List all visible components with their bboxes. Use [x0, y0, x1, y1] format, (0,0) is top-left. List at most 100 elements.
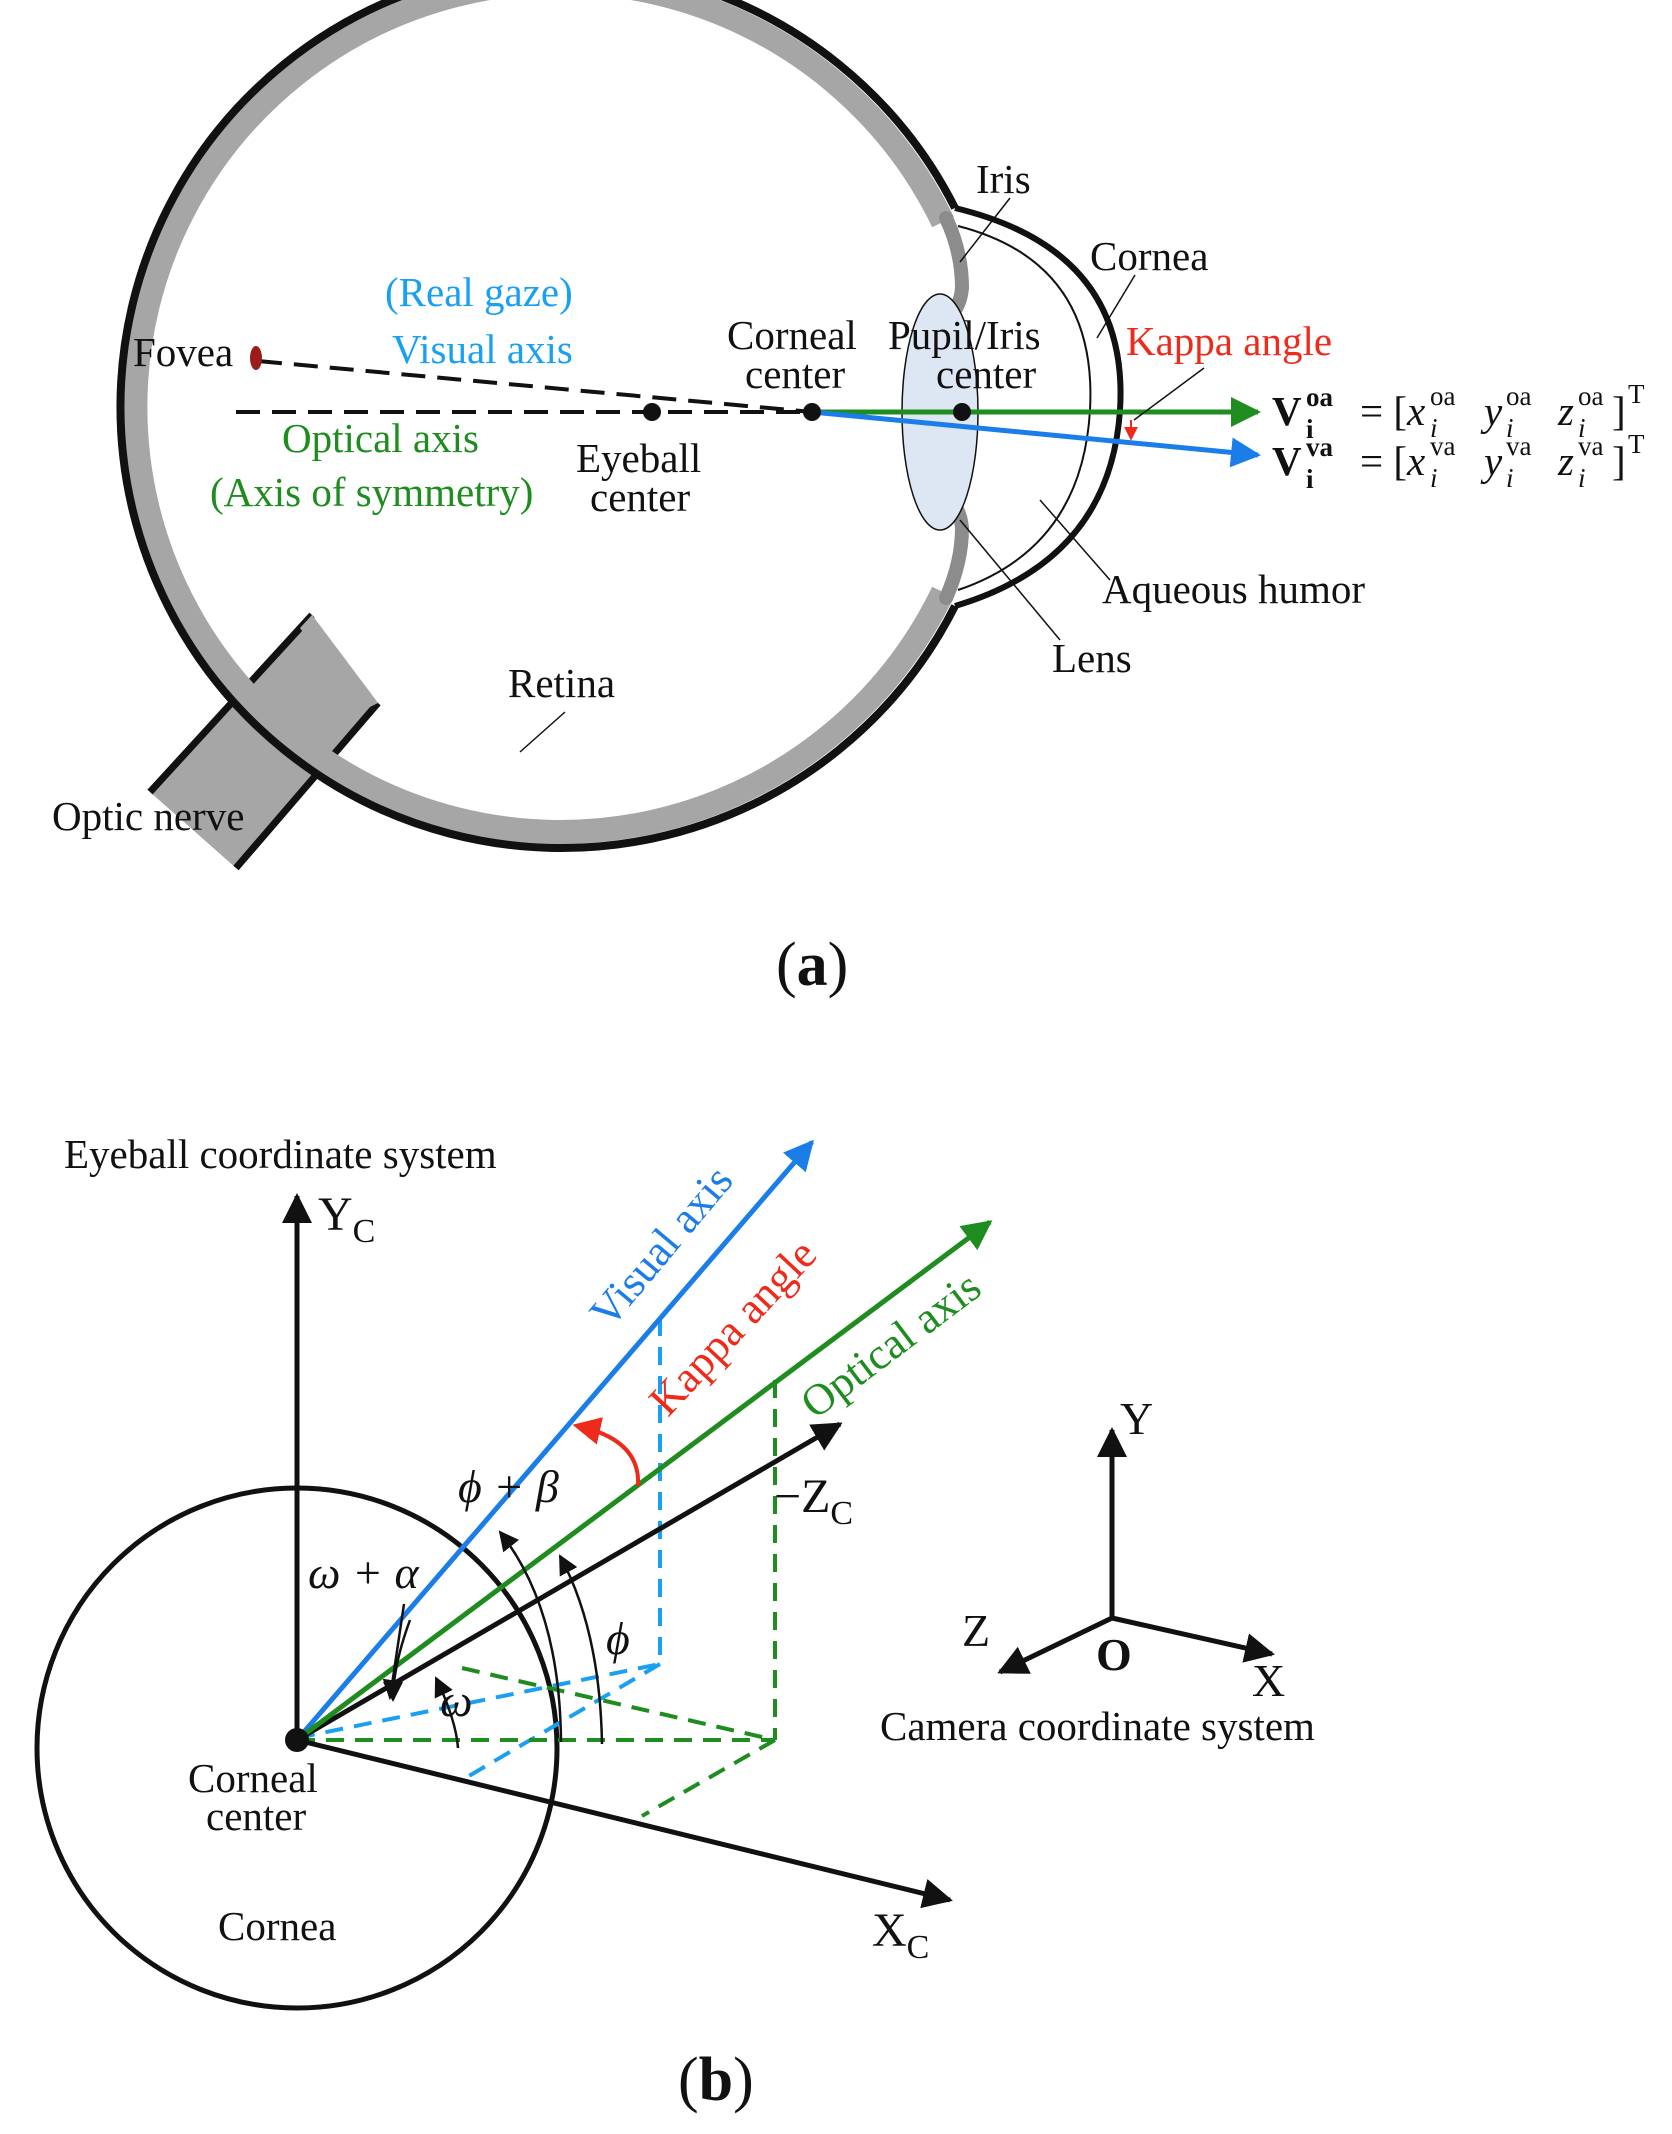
eq-va-x-sup: va — [1430, 431, 1456, 461]
kappa-arc — [572, 1417, 641, 1487]
corneal-center-label-b1: Corneal — [188, 1755, 318, 1801]
corneal-center-dot — [285, 1728, 309, 1752]
eq-va-close: ] — [1612, 438, 1626, 484]
eq-oa-open: = [ — [1360, 388, 1407, 434]
eq-va-vec: V — [1272, 438, 1302, 484]
camera-x-axis — [1111, 1615, 1275, 1663]
fovea-visual-axis-dashed — [257, 359, 813, 414]
eq-oa-x-sub: i — [1430, 413, 1438, 443]
eq-va-open: = [ — [1360, 438, 1407, 484]
eq-va-t: T — [1628, 429, 1645, 459]
panel-a-label: (a) — [776, 931, 848, 999]
eq-va-z: z — [1557, 438, 1574, 484]
eyeball-center-label-2: center — [590, 474, 690, 520]
aqueous-pointer — [1039, 499, 1111, 581]
eyeball-coord-system-label: Eyeball coordinate system — [64, 1131, 497, 1177]
eq-oa-close: ] — [1612, 388, 1626, 434]
camera-origin-label: O — [1096, 1629, 1132, 1680]
omega-plus-alpha-label: ω + α — [308, 1547, 420, 1598]
corneal-center-label-2: center — [745, 351, 845, 397]
eq-oa-z: z — [1557, 388, 1574, 434]
retina-label: Retina — [508, 660, 615, 706]
equation-oa: V oa i = [ x oa i y oa i z oa i ] T — [1272, 379, 1645, 444]
eyeball-center-label-1: Eyeball — [576, 435, 701, 481]
optical-axis-label-b: Optical axis — [792, 1262, 990, 1428]
iris-pointer — [959, 197, 1011, 263]
fovea-label: Fovea — [133, 329, 233, 375]
optic-nerve-shape — [150, 615, 378, 868]
retina-band — [123, 0, 954, 844]
omega-arc — [434, 1676, 460, 1749]
eyeball-outline — [116, 0, 959, 852]
kappa-angle-label: Kappa angle — [1126, 318, 1332, 364]
pupil-center-point — [953, 403, 971, 421]
cornea-pointer — [1096, 274, 1136, 339]
neg-zc-label: −ZC — [774, 1470, 853, 1532]
eq-va-z-sup: va — [1578, 431, 1604, 461]
camera-z-label: Z — [962, 1605, 990, 1656]
kappa-pointer — [1133, 367, 1205, 421]
eq-oa-x: x — [1406, 388, 1425, 434]
panel-a: Iris Cornea Kappa angle (Real gaze) Visu… — [52, 0, 1645, 999]
phi-arc — [558, 1554, 604, 1745]
panel-b: Eyeball coordinate system — [34, 1131, 1315, 2114]
retina-pointer — [519, 711, 566, 753]
eq-oa-y: y — [1480, 388, 1503, 434]
corneal-center-point — [803, 403, 821, 421]
eq-va-z-sub: i — [1578, 463, 1586, 493]
panel-b-label: (b) — [678, 2046, 754, 2114]
eq-oa-x-sup: oa — [1430, 381, 1456, 411]
eq-oa-sub: i — [1306, 414, 1314, 444]
optic-nerve-junction — [300, 615, 378, 712]
xc-label: XC — [872, 1904, 929, 1966]
optic-nerve-label: Optic nerve — [52, 793, 244, 839]
optical-axis-label-a: Optical axis — [282, 415, 479, 461]
eq-va-y-sup: va — [1506, 431, 1532, 461]
equation-va: V va i = [ x va i y va i z va i ] T — [1272, 429, 1645, 494]
phi-plus-beta-label: ϕ + β — [458, 1461, 559, 1512]
axis-of-symmetry-label: (Axis of symmetry) — [210, 469, 533, 515]
lens-label: Lens — [1052, 635, 1132, 681]
eyeball-center-point — [643, 403, 661, 421]
pupil-iris-label-2: center — [936, 351, 1036, 397]
cornea-label-b: Cornea — [218, 1903, 336, 1949]
real-gaze-label: (Real gaze) — [385, 269, 573, 315]
camera-y-label: Y — [1120, 1393, 1153, 1444]
eq-oa-t: T — [1628, 379, 1645, 409]
eq-va-x: x — [1406, 438, 1425, 484]
eq-oa-y-sub: i — [1506, 413, 1514, 443]
corneal-center-label-b2: center — [206, 1793, 306, 1839]
lens-pointer — [959, 519, 1061, 641]
omega-label: ω — [440, 1675, 472, 1726]
yc-label: YC — [318, 1188, 375, 1250]
eq-va-y-sub: i — [1506, 463, 1514, 493]
eq-va-sup: va — [1306, 432, 1334, 462]
eq-oa-y-sup: oa — [1506, 381, 1532, 411]
pupil-iris-label-1: Pupil/Iris — [888, 312, 1041, 358]
optic-nerve-outline-lower — [233, 700, 381, 871]
eq-oa-z-sub: i — [1578, 413, 1586, 443]
eq-va-x-sub: i — [1430, 463, 1438, 493]
phi-label: ϕ — [606, 1613, 630, 1664]
visual-axis-vector — [811, 409, 1261, 468]
cornea-label: Cornea — [1090, 233, 1208, 279]
iris-label: Iris — [976, 156, 1031, 202]
omega-alpha-pointer — [382, 1603, 406, 1700]
visual-axis-label-a: Visual axis — [392, 326, 573, 372]
fovea-marker — [250, 346, 262, 370]
camera-x-label: X — [1252, 1655, 1285, 1706]
visual-axis-line — [295, 1139, 814, 1742]
eq-oa-vec: V — [1272, 388, 1302, 434]
xc-axis — [296, 1737, 953, 1909]
camera-z-axis — [997, 1615, 1114, 1675]
eq-va-sub: i — [1306, 464, 1314, 494]
corneal-center-label-1: Corneal — [727, 312, 857, 358]
eq-va-y: y — [1480, 438, 1503, 484]
visual-axis-projection — [296, 1318, 662, 1782]
optical-axis-projection — [297, 1380, 777, 1818]
optical-axis-line — [295, 1219, 993, 1743]
eq-oa-sup: oa — [1306, 382, 1334, 412]
phi-beta-arc — [498, 1530, 563, 1743]
camera-coord-system-label: Camera coordinate system — [880, 1703, 1315, 1749]
